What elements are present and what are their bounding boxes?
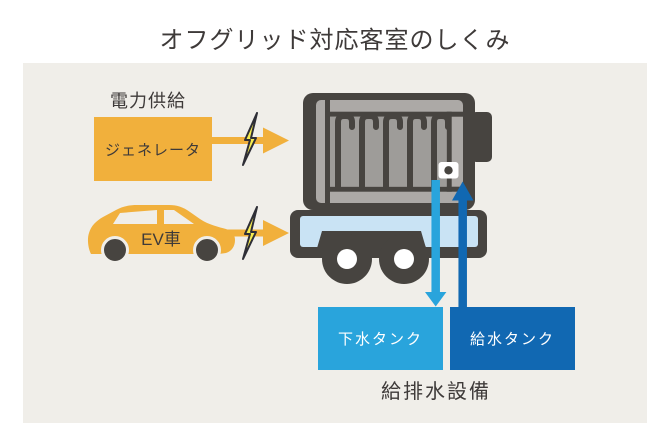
ev-car-icon [87, 205, 236, 264]
generator-box: ジェネレータ [94, 117, 212, 181]
generator-label: ジェネレータ [104, 141, 201, 159]
power-supply-heading: 電力供給 [110, 91, 186, 111]
supply-tank-label: 給水タンク [469, 331, 555, 348]
lightning-icon [242, 206, 258, 260]
power-arrow-generator-icon [212, 127, 289, 154]
drain-arrow-icon [425, 180, 447, 307]
diagram-panel: 電力供給 ジェネレータ EV車 下水タンク 給水タンク 給排水設備 [23, 63, 647, 423]
outlet-window-icon [438, 162, 459, 179]
diagram-title: オフグリッド対応客室のしくみ [159, 27, 511, 54]
diagram-graphics [87, 93, 492, 307]
supply-arrow-icon [452, 181, 474, 307]
container-ridges-icon [335, 113, 451, 190]
plumbing-heading: 給排水設備 [381, 381, 491, 403]
sewage-tank: 下水タンク [318, 307, 443, 370]
trailer-icon [290, 210, 487, 284]
ev-car-label: EV車 [141, 230, 181, 249]
supply-tank: 給水タンク [450, 307, 575, 370]
sewage-tank-label: 下水タンク [337, 331, 423, 348]
lightning-icon [242, 112, 258, 166]
